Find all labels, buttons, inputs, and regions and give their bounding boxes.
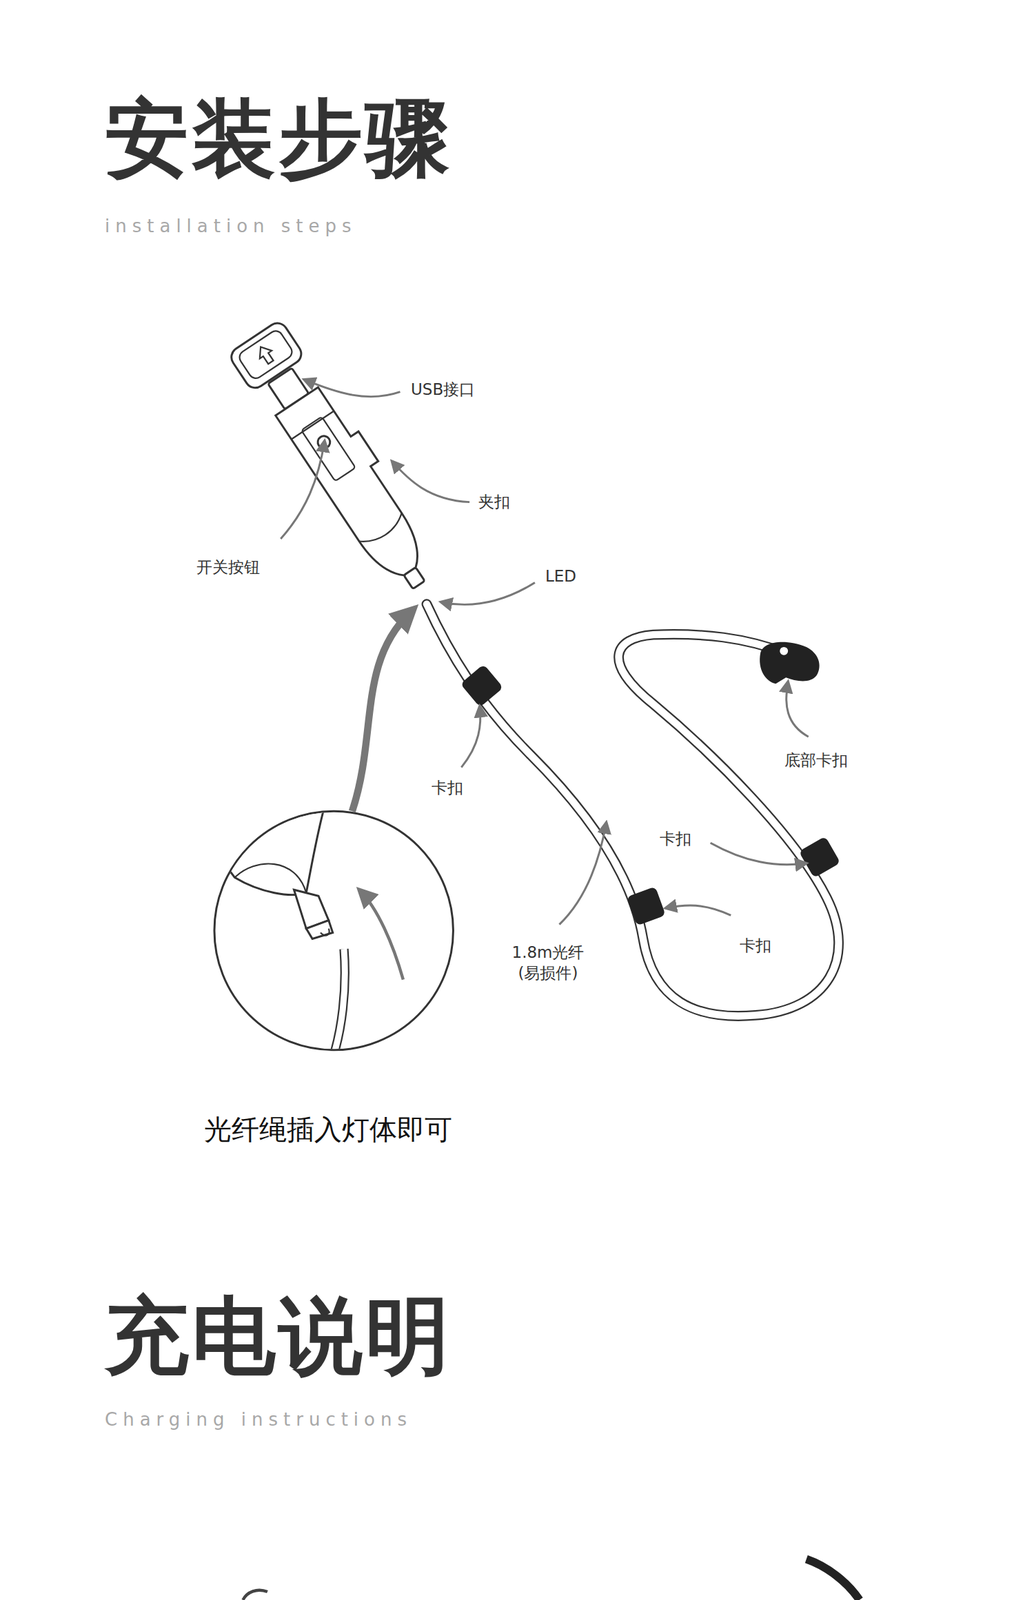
part-label: 夹扣 <box>478 492 511 513</box>
section-heading: 充电说明 <box>104 1294 453 1379</box>
zoom-detail <box>204 806 453 1062</box>
fiber-rope <box>426 604 839 1017</box>
part-label: 底部卡扣 <box>784 750 848 772</box>
lamp-body <box>227 317 448 603</box>
part-label: 1.8m光纤 (易损件) <box>499 943 597 985</box>
rope-clip <box>460 642 841 927</box>
subtitle: Charging instructions <box>104 1409 413 1431</box>
part-label: USB接口 <box>410 379 475 401</box>
part-label: 卡扣 <box>659 829 692 850</box>
charging-figure-partial <box>242 1559 859 1600</box>
caption: 光纤绳插入灯体即可 <box>204 1111 453 1150</box>
part-label: 卡扣 <box>431 778 464 799</box>
subtitle: installation steps <box>104 215 358 237</box>
section-heading: 安装步骤 <box>104 96 453 181</box>
part-label: 开关按钮 <box>196 557 260 579</box>
part-label: 卡扣 <box>739 936 772 957</box>
part-label: LED <box>545 566 577 588</box>
zoom-arrow <box>352 612 411 813</box>
